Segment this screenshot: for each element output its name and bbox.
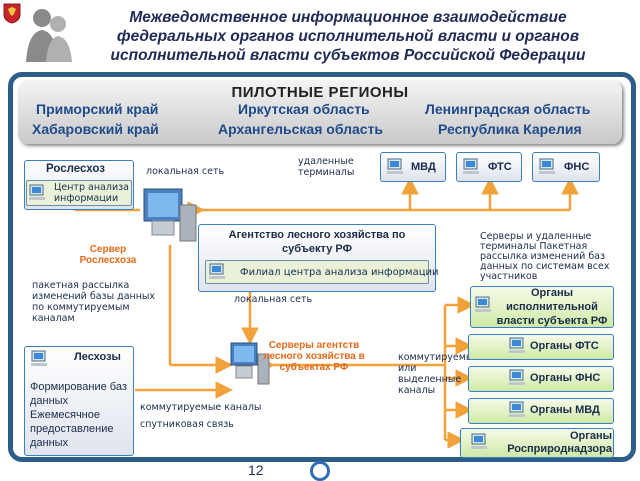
servers-terminals-label: Серверы и удаленные терминалы Пакетная р… (480, 231, 610, 282)
local-network-mid-label: локальная сеть (234, 294, 313, 305)
title-line-1: Межведомственное информационное взаимоде… (129, 9, 567, 26)
computer-icon (463, 158, 479, 174)
pilot-regions-panel (18, 80, 622, 144)
satellite-link-label: спутниковая связь (140, 419, 234, 430)
mvd-organs-box (468, 398, 614, 424)
agency-servers-label: Серверы агентств лесного хозяйства в суб… (263, 340, 365, 373)
mvd-label: МВД (411, 161, 436, 173)
leshozy-description: Формирование баз данных Ежемесячное пред… (30, 381, 127, 449)
region-irkutsk: Иркутская область (238, 101, 370, 117)
title-line-2: федеральных органов исполнительной власт… (116, 28, 580, 45)
computer-icon (475, 296, 491, 312)
region-leningrad: Ленинградская область (425, 101, 591, 117)
page-title: Межведомственное информационное взаимоде… (62, 8, 634, 65)
region-primorsky: Приморский край (36, 101, 159, 117)
mvd-organs-label: Органы МВД (530, 404, 600, 416)
fts-organs-label: Органы ФТС (530, 340, 599, 352)
analysis-center-label: Центр анализа информации (54, 182, 129, 204)
exec-organs-box (470, 286, 614, 328)
switched-dedicated-label: коммутируемые или выделенные каналы (398, 352, 480, 396)
branch-label: Филиал центра анализа информации (240, 267, 439, 278)
server-icon (230, 342, 270, 385)
analysis-center-box (26, 180, 132, 206)
region-karelia: Республика Карелия (438, 121, 582, 137)
computer-icon (31, 350, 47, 366)
fts-organs-box (468, 334, 614, 360)
computer-icon (509, 401, 525, 417)
rpn-organs-box (460, 428, 614, 458)
fns-organs-label: Органы ФНС (530, 372, 601, 384)
emblem-icon (3, 3, 21, 24)
region-khabarovsk: Хабаровский край (32, 121, 159, 137)
computer-icon (29, 184, 45, 200)
server-icon (143, 188, 197, 242)
agency-label: Агентство лесного хозяйства по субъекту … (228, 229, 406, 255)
switched-channels-label: коммутируемые каналы (140, 402, 262, 413)
diagram-frame (8, 72, 636, 462)
fns-label: ФНС (564, 161, 590, 173)
computer-icon (539, 158, 555, 174)
server-rosleshoz-label: Сервер Рослесхоза (79, 244, 137, 266)
local-network-top-label: локальная сеть (146, 166, 225, 177)
rpn-organs-label: Органы Росприроднадзора (507, 430, 612, 455)
rosleshoz-label: Рослесхоз (46, 163, 105, 175)
region-arkhangelsk: Архангельская область (218, 121, 384, 137)
fts-label: ФТС (488, 161, 512, 173)
packet-broadcast-label: пакетная рассылка изменений базы данных … (32, 280, 156, 324)
computer-icon (471, 433, 487, 449)
fns-organs-box (468, 366, 614, 392)
pilot-regions-heading: ПИЛОТНЫЕ РЕГИОНЫ (231, 84, 409, 101)
title-line-3: исполнительной власти субъектов Российск… (110, 47, 586, 64)
nav-circle-icon[interactable] (310, 461, 330, 481)
computer-icon (509, 369, 525, 385)
computer-icon (209, 263, 225, 279)
page-number: 12 (248, 462, 264, 478)
computer-icon (509, 337, 525, 353)
remote-terminals-label: удаленные терминалы (298, 156, 355, 178)
computer-icon (387, 158, 403, 174)
exec-organs-label: Органы исполнительной власти субъекта РФ (496, 287, 608, 327)
leshozy-label: Лесхозы (74, 351, 121, 363)
people-silhouette-icon (26, 9, 72, 62)
branch-box (205, 260, 429, 284)
